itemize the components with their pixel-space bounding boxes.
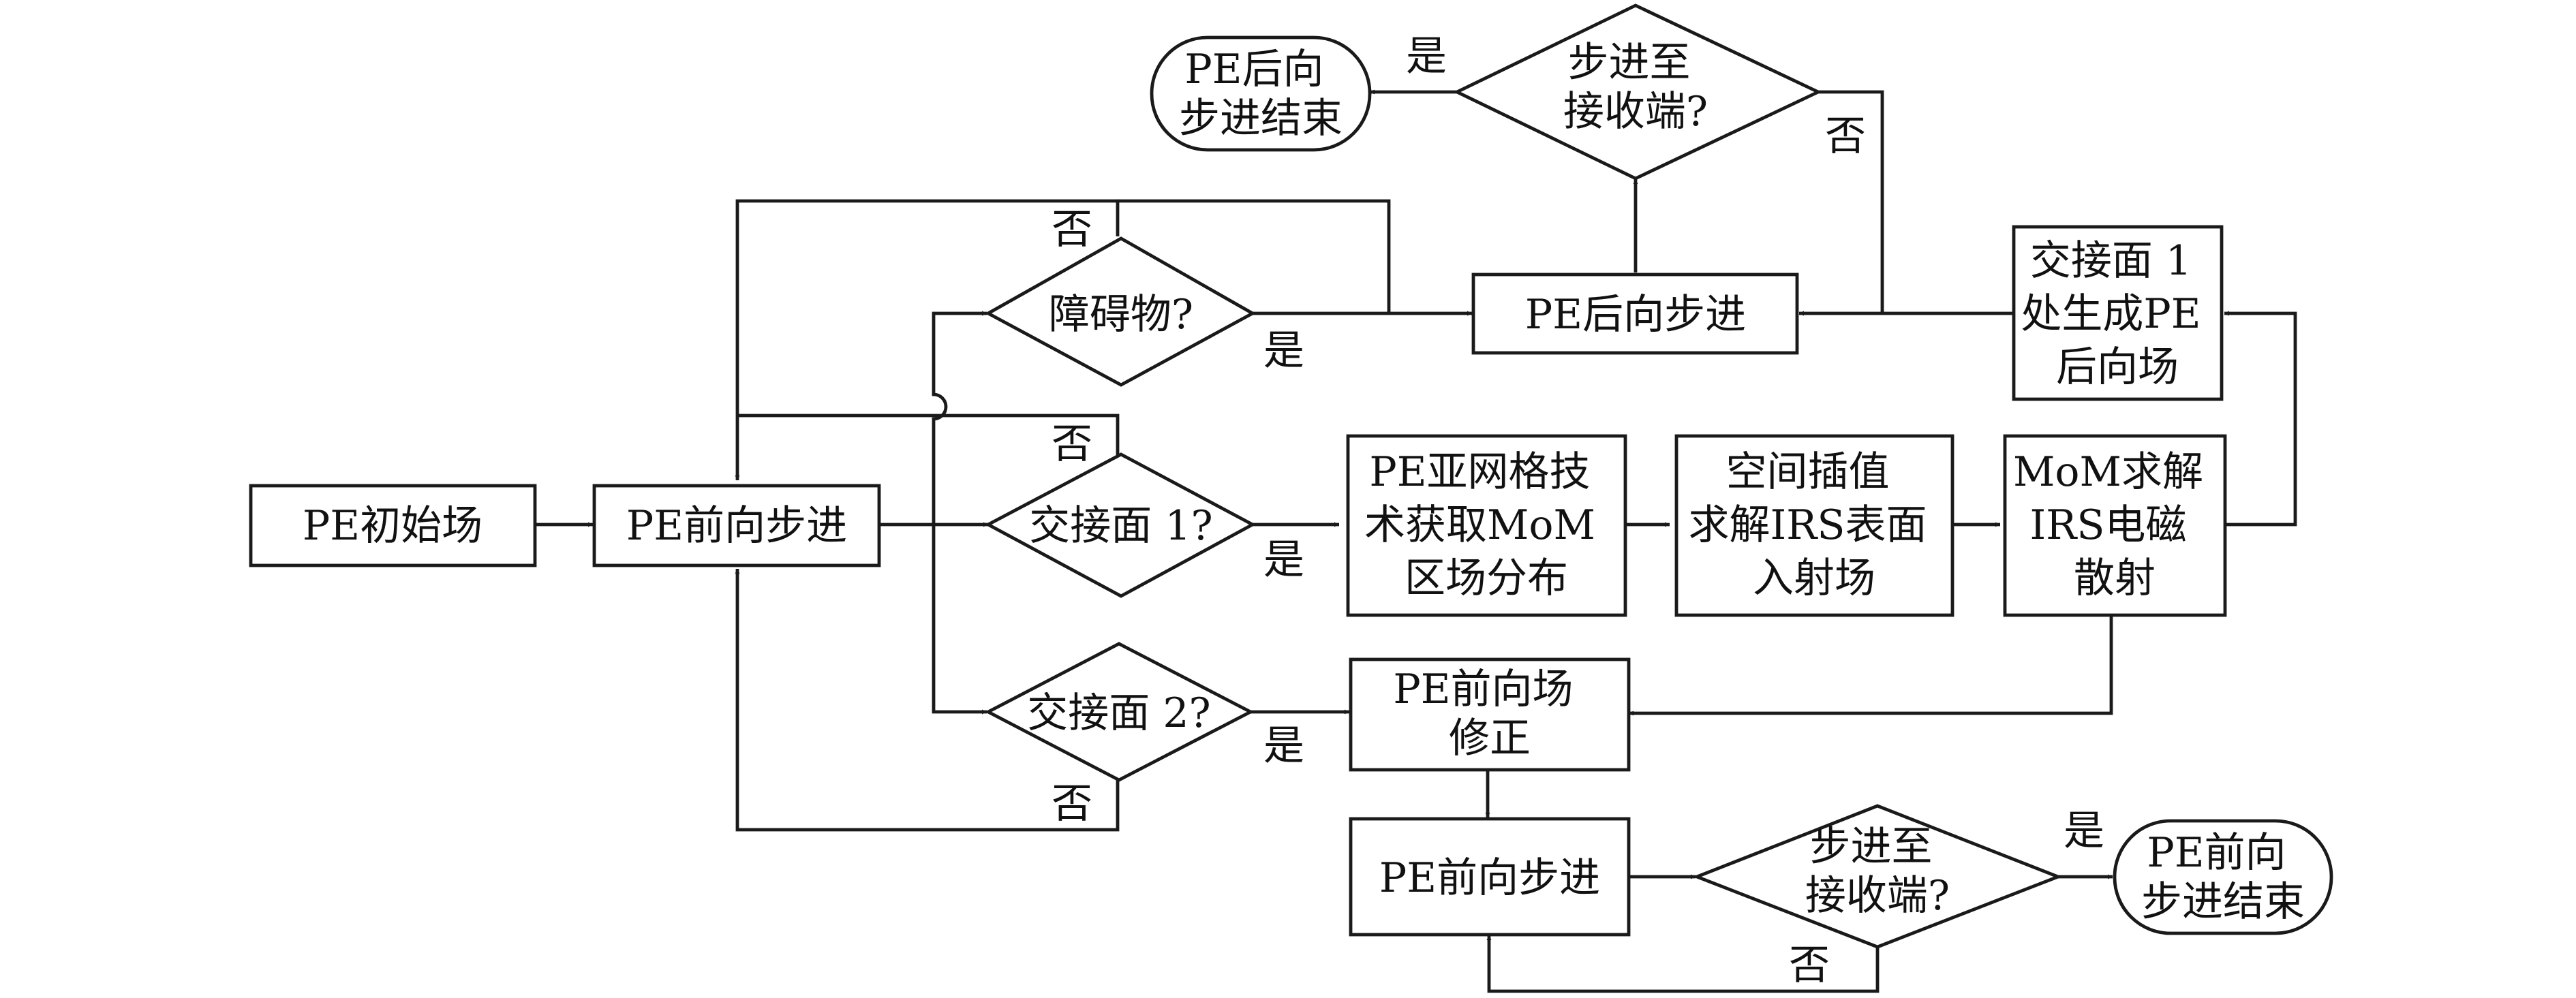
node-pe-forward-line-1: PE前向步进: [626, 502, 847, 550]
node-mom: MoM求解 IRS电磁 散射: [2003, 434, 2227, 617]
node-iface1-back-line-2: 处生成PE: [2021, 290, 2201, 338]
node-iface1-back-line-1: 交接面 1: [2030, 237, 2192, 285]
node-obstacle: 障碍物?: [985, 236, 1256, 387]
node-reach-rx-top-line-1: 步进至: [1567, 39, 1690, 87]
node-interp-label: 空间插值 求解IRS表面 入射场: [1688, 448, 1939, 602]
node-interp-line-3: 入射场: [1753, 555, 1875, 602]
node-pe-backward: PE后向步进: [1471, 272, 1799, 355]
node-correction-line-1: PE前向场: [1393, 666, 1573, 713]
node-mom-line-3: 散射: [2074, 555, 2156, 602]
node-reach-rx-bottom-label: 步进至 接收端?: [1805, 823, 1950, 920]
node-pe-forward2: PE前向步进: [1349, 817, 1631, 937]
label-iface1-no: 否: [1052, 420, 1092, 468]
edge-iface2-no: [735, 569, 1120, 832]
edge-obstacle-junction: [1118, 199, 1391, 313]
edge-mom-to-iface1back: [2224, 311, 2297, 527]
node-pe-backward-label: PE后向步进: [1525, 291, 1746, 339]
node-pe-forward-label: PE前向步进: [626, 502, 847, 550]
node-iface1: 交接面 1?: [984, 452, 1257, 598]
node-fwd-end-label: PE前向 步进结束: [2141, 829, 2305, 926]
node-mom-label: MoM求解 IRS电磁 散射: [2013, 448, 2216, 602]
label-iface1-yes: 是: [1263, 536, 1304, 584]
node-obstacle-line-1: 障碍物?: [1049, 291, 1193, 339]
node-pe-init-label: PE初始场: [303, 502, 482, 550]
node-pe-forward2-line-1: PE前向步进: [1379, 854, 1600, 902]
edge-reach-top-no: [1818, 90, 1884, 313]
node-reach-rx-top: 步进至 接收端?: [1453, 3, 1822, 181]
node-subgrid-line-1: PE亚网格技: [1369, 448, 1590, 496]
node-iface2-line-1: 交接面 2?: [1027, 689, 1210, 737]
edge-forward-to-obstacle: [932, 311, 987, 525]
edge-labels: 是 否 否 是 否 是 是 否 是 否: [1052, 33, 2104, 989]
node-fwd-end-line-1: PE前向: [2147, 829, 2286, 877]
node-pe-init-line-1: PE初始场: [303, 502, 482, 550]
node-reach-rx-top-line-2: 接收端?: [1563, 88, 1708, 136]
node-fwd-end-line-2: 步进结束: [2141, 878, 2305, 926]
label-reach-top-yes: 是: [1406, 33, 1447, 80]
label-iface2-yes: 是: [1263, 722, 1304, 770]
edges: [535, 89, 2297, 993]
edge-forward-to-iface2: [932, 525, 987, 715]
node-pe-init: PE初始场: [249, 484, 537, 567]
edge-obstacle-no: [735, 199, 1120, 480]
node-correction-label: PE前向场 修正: [1393, 666, 1586, 762]
label-iface2-no: 否: [1052, 780, 1092, 828]
node-iface1-line-1: 交接面 1?: [1029, 502, 1212, 550]
node-correction-line-2: 修正: [1449, 715, 1531, 762]
edge-iface1-no: [737, 414, 1120, 456]
node-back-end: PE后向 步进结束: [1150, 35, 1372, 152]
node-reach-rx-top-label: 步进至 接收端?: [1563, 39, 1708, 136]
node-correction: PE前向场 修正: [1349, 657, 1631, 772]
node-subgrid-line-3: 区场分布: [1405, 555, 1568, 602]
node-subgrid-label: PE亚网格技 术获取MoM 区场分布: [1364, 448, 1608, 602]
node-reach-rx-bottom: 步进至 接收端?: [1692, 804, 2063, 949]
edge-mom-to-correction: [1629, 613, 2113, 716]
node-mom-line-1: MoM求解: [2013, 448, 2203, 496]
edge-reach-bottom-no: [1486, 935, 1880, 993]
node-iface1-back-label: 交接面 1 处生成PE 后向场: [2021, 237, 2213, 391]
node-interp: 空间插值 求解IRS表面 入射场: [1674, 434, 1954, 617]
node-reach-rx-bottom-line-1: 步进至: [1809, 823, 1932, 871]
label-reach-bottom-yes: 是: [2064, 807, 2104, 855]
node-fwd-end: PE前向 步进结束: [2113, 819, 2333, 935]
node-pe-forward2-label: PE前向步进: [1379, 854, 1600, 902]
node-back-end-line-2: 步进结束: [1179, 95, 1343, 142]
label-obstacle-yes: 是: [1263, 327, 1304, 375]
node-iface2: 交接面 2?: [984, 642, 1255, 782]
label-reach-bottom-no: 否: [1789, 941, 1830, 989]
node-iface1-back-line-3: 后向场: [2056, 343, 2179, 391]
node-subgrid-line-2: 术获取MoM: [1364, 501, 1595, 549]
node-reach-rx-bottom-line-2: 接收端?: [1805, 872, 1950, 920]
node-iface1-back: 交接面 1 处生成PE 后向场: [2012, 225, 2224, 401]
node-obstacle-label: 障碍物?: [1049, 291, 1193, 339]
node-interp-line-2: 求解IRS表面: [1688, 501, 1927, 549]
node-pe-forward: PE前向步进: [592, 484, 881, 567]
node-iface2-label: 交接面 2?: [1027, 689, 1210, 737]
node-subgrid: PE亚网格技 术获取MoM 区场分布: [1346, 434, 1627, 617]
node-interp-line-1: 空间插值: [1726, 448, 1889, 496]
node-pe-backward-line-1: PE后向步进: [1525, 291, 1746, 339]
label-obstacle-no: 否: [1052, 206, 1092, 253]
label-reach-top-no: 否: [1825, 112, 1866, 160]
nodes: PE初始场 PE前向步进 障碍物? 交接面 1? 交接面 2?: [249, 3, 2333, 949]
node-mom-line-2: IRS电磁: [2029, 501, 2186, 549]
node-back-end-label: PE后向 步进结束: [1179, 46, 1343, 142]
node-iface1-label: 交接面 1?: [1029, 502, 1212, 550]
node-back-end-line-1: PE后向: [1184, 46, 1323, 93]
